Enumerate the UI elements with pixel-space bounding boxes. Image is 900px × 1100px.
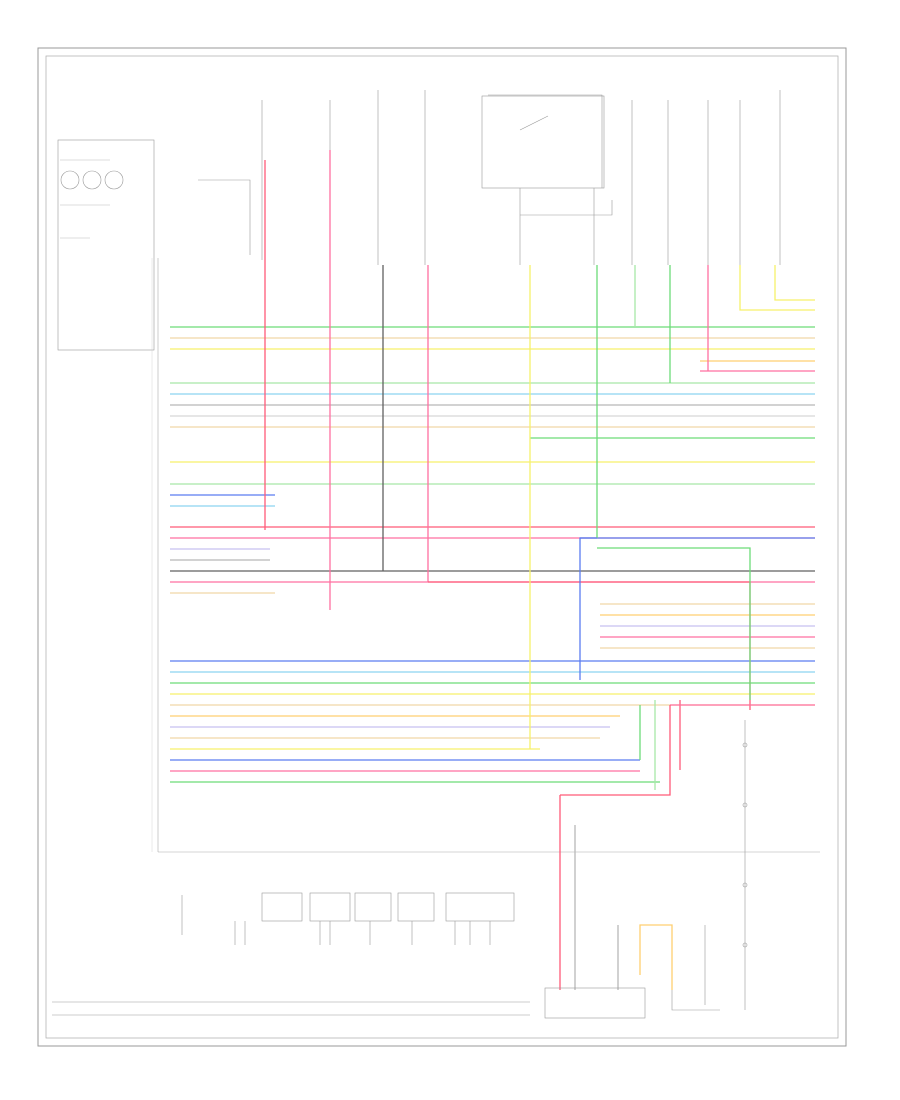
gauge-icon (104, 170, 124, 190)
vertical-wires (264, 150, 815, 990)
right-components (544, 720, 748, 1019)
inner-frame (45, 55, 839, 1039)
left-module (57, 139, 155, 351)
gauge-icon (82, 170, 102, 190)
pin-column (151, 258, 820, 853)
gauge-icon (60, 170, 80, 190)
bottom-modules (52, 892, 530, 1016)
top-components (198, 90, 781, 265)
outer-frame (37, 47, 847, 1047)
wire-bundle (170, 326, 815, 783)
